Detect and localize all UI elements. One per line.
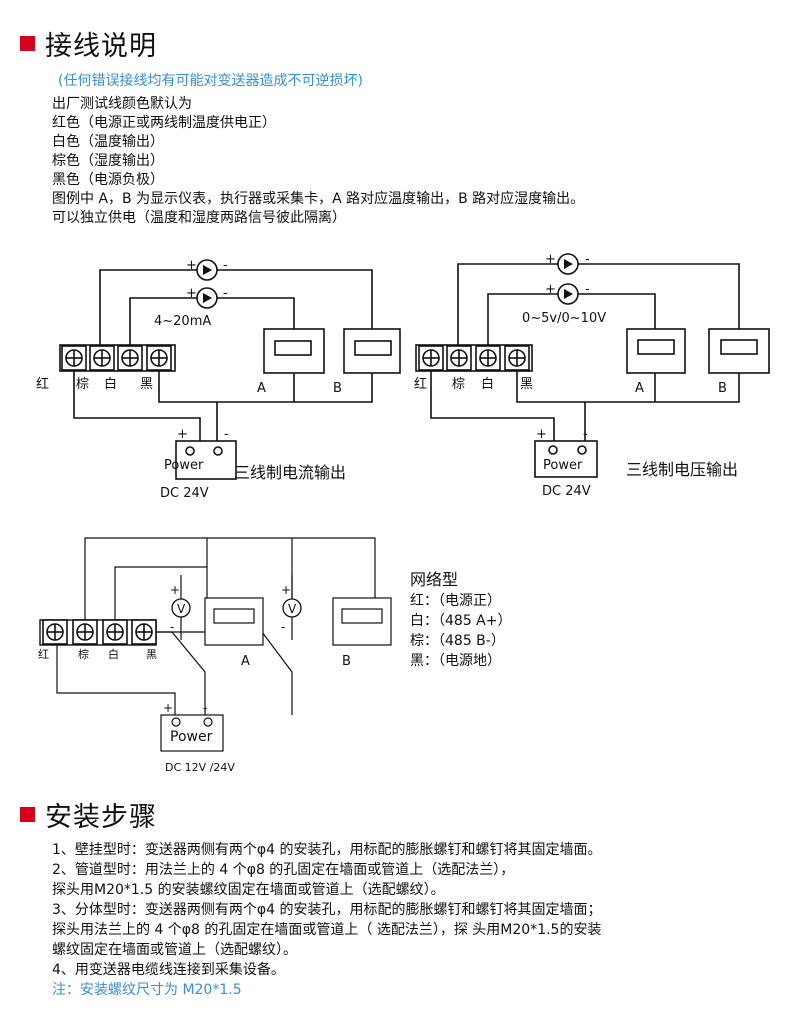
terminal-label-brown: 棕 [78, 647, 89, 661]
installation-line: 4、用变送器电缆线连接到采集设备。 [52, 962, 285, 978]
power-plus: + [163, 701, 173, 715]
current-caption: 三线制电流输出 [234, 463, 346, 482]
wiring-line: 可以独立供电（温度和湿度两路信号彼此隔离） [52, 210, 346, 226]
wiring-line: 红色（电源正或两线制温度供电正） [52, 115, 276, 131]
voltmeter-plus: + [170, 583, 180, 597]
power-minus: - [583, 427, 588, 442]
ammeter-plus: + [186, 286, 197, 301]
ammeter-minus: - [223, 286, 228, 301]
terminal-label-red: 红 [38, 648, 49, 661]
ammeter-icon [557, 283, 579, 305]
meter-b-label: B [718, 381, 727, 396]
wiring-description: 出厂测试线颜色默认为 红色（电源正或两线制温度供电正） 白色（温度输出） 棕色（… [52, 95, 584, 228]
terminal-label-black: 黑 [520, 377, 533, 392]
terminal-label-black: 黑 [140, 377, 153, 392]
installation-line: 螺纹固定在墙面或管道上（选配螺纹）。 [52, 942, 297, 958]
ammeter-icon [557, 253, 579, 275]
installation-line: 探头用M20*1.5 的安装螺纹固定在墙面或管道上（选配螺纹）。 [52, 882, 445, 898]
power-label: Power [543, 458, 583, 473]
voltmeter-symbol: V [177, 602, 186, 616]
installation-steps: 1、壁挂型时：变送器两侧有两个φ4 的安装孔，用标配的膨胀螺钉和螺钉将其固定墙面… [52, 840, 602, 1000]
power-plus: + [177, 427, 188, 442]
section-marker-icon [20, 36, 35, 51]
ammeter-minus: - [585, 282, 590, 297]
installation-line: 3、分体型时：变送器两侧有两个φ4 的安装孔，用标配的膨胀螺钉和螺钉将其固定墙面… [52, 902, 602, 918]
terminal-block-voltage [415, 344, 533, 372]
network-legend-item: 棕：（485 B-） [410, 633, 505, 649]
installation-note: 注：安装螺纹尺寸为 M20*1.5 [52, 982, 242, 998]
meter-a-label: A [241, 654, 250, 669]
network-legend-title: 网络型 [410, 570, 458, 589]
wiring-title: 接线说明 [45, 31, 157, 62]
terminal-label-red: 红 [36, 376, 49, 392]
wiring-line: 黑色（电源负极） [52, 172, 164, 188]
supply-voltage: DC 24V [542, 484, 591, 499]
network-legend-item: 黑：（电源地） [410, 653, 501, 669]
voltmeter-minus: - [281, 620, 285, 634]
voltage-output-diagram [430, 263, 770, 478]
section-marker-icon [20, 807, 35, 822]
installation-line: 1、壁挂型时：变送器两侧有两个φ4 的安装孔，用标配的膨胀螺钉和螺钉将其固定墙面… [52, 842, 602, 858]
terminal-label-white: 白 [481, 376, 494, 392]
terminal-label-brown: 棕 [76, 377, 89, 392]
power-minus: - [203, 701, 207, 715]
supply-voltage: DC 12V /24V [165, 761, 235, 774]
ammeter-icon [196, 287, 218, 309]
power-label: Power [170, 729, 213, 745]
terminal-label-red: 红 [414, 376, 427, 392]
supply-voltage: DC 24V [160, 486, 209, 501]
ammeter-minus: - [223, 258, 228, 273]
terminal-label-white: 白 [104, 376, 117, 392]
wiring-warning: (任何错误接线均有可能对变送器造成不可逆损坏) [58, 73, 363, 89]
power-plus: + [536, 427, 547, 442]
network-diagram [56, 537, 392, 752]
power-label: Power [164, 458, 204, 473]
meter-b-label: B [342, 654, 351, 669]
network-legend-item: 红：（电源正） [410, 593, 501, 609]
voltage-range-label: 0~5v/0~10V [522, 311, 606, 326]
ammeter-plus: + [545, 252, 556, 267]
installation-section-header: 安装步骤 [20, 795, 157, 834]
ammeter-plus: + [186, 258, 197, 273]
ammeter-minus: - [585, 252, 590, 267]
terminal-label-white: 白 [108, 647, 119, 661]
voltmeter-symbol: V [288, 602, 297, 616]
wiring-section-header: 接线说明 [20, 24, 157, 63]
power-minus: - [224, 427, 229, 442]
voltmeter-icon: V [171, 598, 191, 618]
terminal-label-black: 黑 [146, 648, 157, 661]
current-output-diagram [73, 269, 401, 480]
terminal-block-network [39, 619, 157, 646]
wiring-line: 棕色（湿度输出） [52, 153, 164, 169]
meter-b-label: B [333, 381, 342, 396]
ammeter-icon [196, 259, 218, 281]
wiring-line: 出厂测试线颜色默认为 [52, 96, 192, 112]
ammeter-plus: + [545, 282, 556, 297]
meter-a-label: A [257, 381, 266, 396]
wiring-line: 图例中 A，B 为显示仪表，执行器或采集卡，A 路对应温度输出，B 路对应湿度输… [52, 191, 585, 207]
installation-line: 探头用法兰上的 4 个φ8 的孔固定在墙面或管道上（ 选配法兰），探 头用M20… [52, 922, 602, 938]
meter-a-label: A [635, 381, 644, 396]
terminal-block-current [59, 344, 176, 372]
terminal-label-brown: 棕 [452, 377, 465, 392]
current-range-label: 4~20mA [154, 314, 211, 329]
voltmeter-plus: + [281, 583, 291, 597]
voltmeter-minus: - [170, 620, 174, 634]
installation-title: 安装步骤 [45, 802, 157, 833]
voltmeter-icon: V [282, 598, 302, 618]
installation-line: 2、管道型时：用法兰上的 4 个φ8 的孔固定在墙面或管道上（选配法兰）， [52, 862, 515, 878]
wiring-line: 白色（温度输出） [52, 134, 164, 150]
voltage-caption: 三线制电压输出 [626, 460, 738, 479]
network-legend-item: 白：（485 A+） [410, 613, 511, 629]
